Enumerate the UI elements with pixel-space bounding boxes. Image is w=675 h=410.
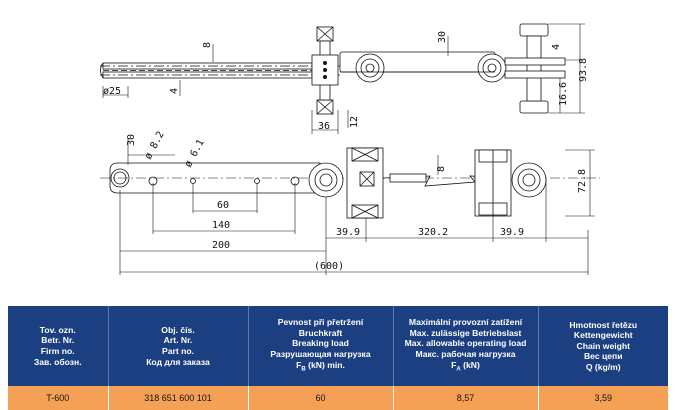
dim-36: 36: [318, 121, 330, 132]
dim-93-8: 93.8: [578, 58, 589, 82]
dim-39-9-left: 39.9: [336, 227, 360, 238]
dim-200: 200: [212, 240, 230, 251]
header-max-operating-load: Maximální provozní zatížení Max. zulässi…: [392, 306, 538, 386]
cell-type: T-600: [8, 386, 108, 410]
dim-600: (600): [314, 261, 344, 272]
cell-breaking-load: 60: [247, 386, 393, 410]
header-type-designation: Tov. ozn. Betr. Nr. Firm no. Зав. обозн.: [8, 306, 108, 386]
side-view-eye-left: [308, 162, 344, 198]
dim-30-top: 30: [437, 31, 448, 43]
cell-part-number: 318 651 600 101: [107, 386, 248, 410]
dim-140: 140: [212, 220, 230, 231]
side-dimension-lines: [119, 138, 595, 275]
dim-60: 60: [217, 200, 229, 211]
dim-320-2: 320.2: [418, 227, 448, 238]
dim-8-mid: 8: [436, 166, 447, 172]
cell-operating-load: 8,57: [392, 386, 538, 410]
side-view-eye-right: [511, 162, 547, 198]
top-view-roller-left: [311, 26, 339, 115]
table-row: T-600 318 651 600 101 60 8,57 3,59: [8, 386, 668, 410]
dim-30-left: 30: [126, 134, 137, 146]
dim-16-6: 16.6: [558, 82, 569, 106]
top-dimension-lines: [102, 23, 585, 134]
dim-d8-2: ø 8.2: [143, 130, 167, 162]
header-part-number: Obj. čís. Art. Nr. Part no. Код для зака…: [107, 306, 248, 386]
spec-table-header: Tov. ozn. Betr. Nr. Firm no. Зав. обозн.…: [8, 306, 668, 386]
dim-8-top: 8: [202, 42, 213, 48]
header-chain-weight: Hmotnost řetězu Kettengewicht Chain weig…: [537, 306, 668, 386]
dim-4-top: 4: [169, 88, 180, 94]
top-view-roller-right: [504, 23, 566, 114]
side-view-roller-right: [474, 149, 512, 217]
top-view-middle-link: [339, 51, 507, 83]
spec-table: Tov. ozn. Betr. Nr. Firm no. Зав. обозн.…: [8, 306, 668, 410]
header-breaking-load: Pevnost při přetržení Bruchkraft Breakin…: [247, 306, 393, 386]
side-view-roller-mid: [346, 147, 384, 219]
dim-39-9-right: 39.9: [500, 227, 524, 238]
technical-drawing: ø25 8 4 30 4 93.8 16.6 36 12 30 ø 8.2 ø …: [100, 23, 600, 275]
dim-4-right: 4: [551, 44, 562, 50]
cell-chain-weight: 3,59: [537, 386, 668, 410]
dim-12: 12: [349, 116, 360, 128]
dim-d25: ø25: [103, 86, 121, 97]
dim-72-8: 72.8: [577, 169, 588, 193]
top-view-link: [100, 62, 340, 79]
